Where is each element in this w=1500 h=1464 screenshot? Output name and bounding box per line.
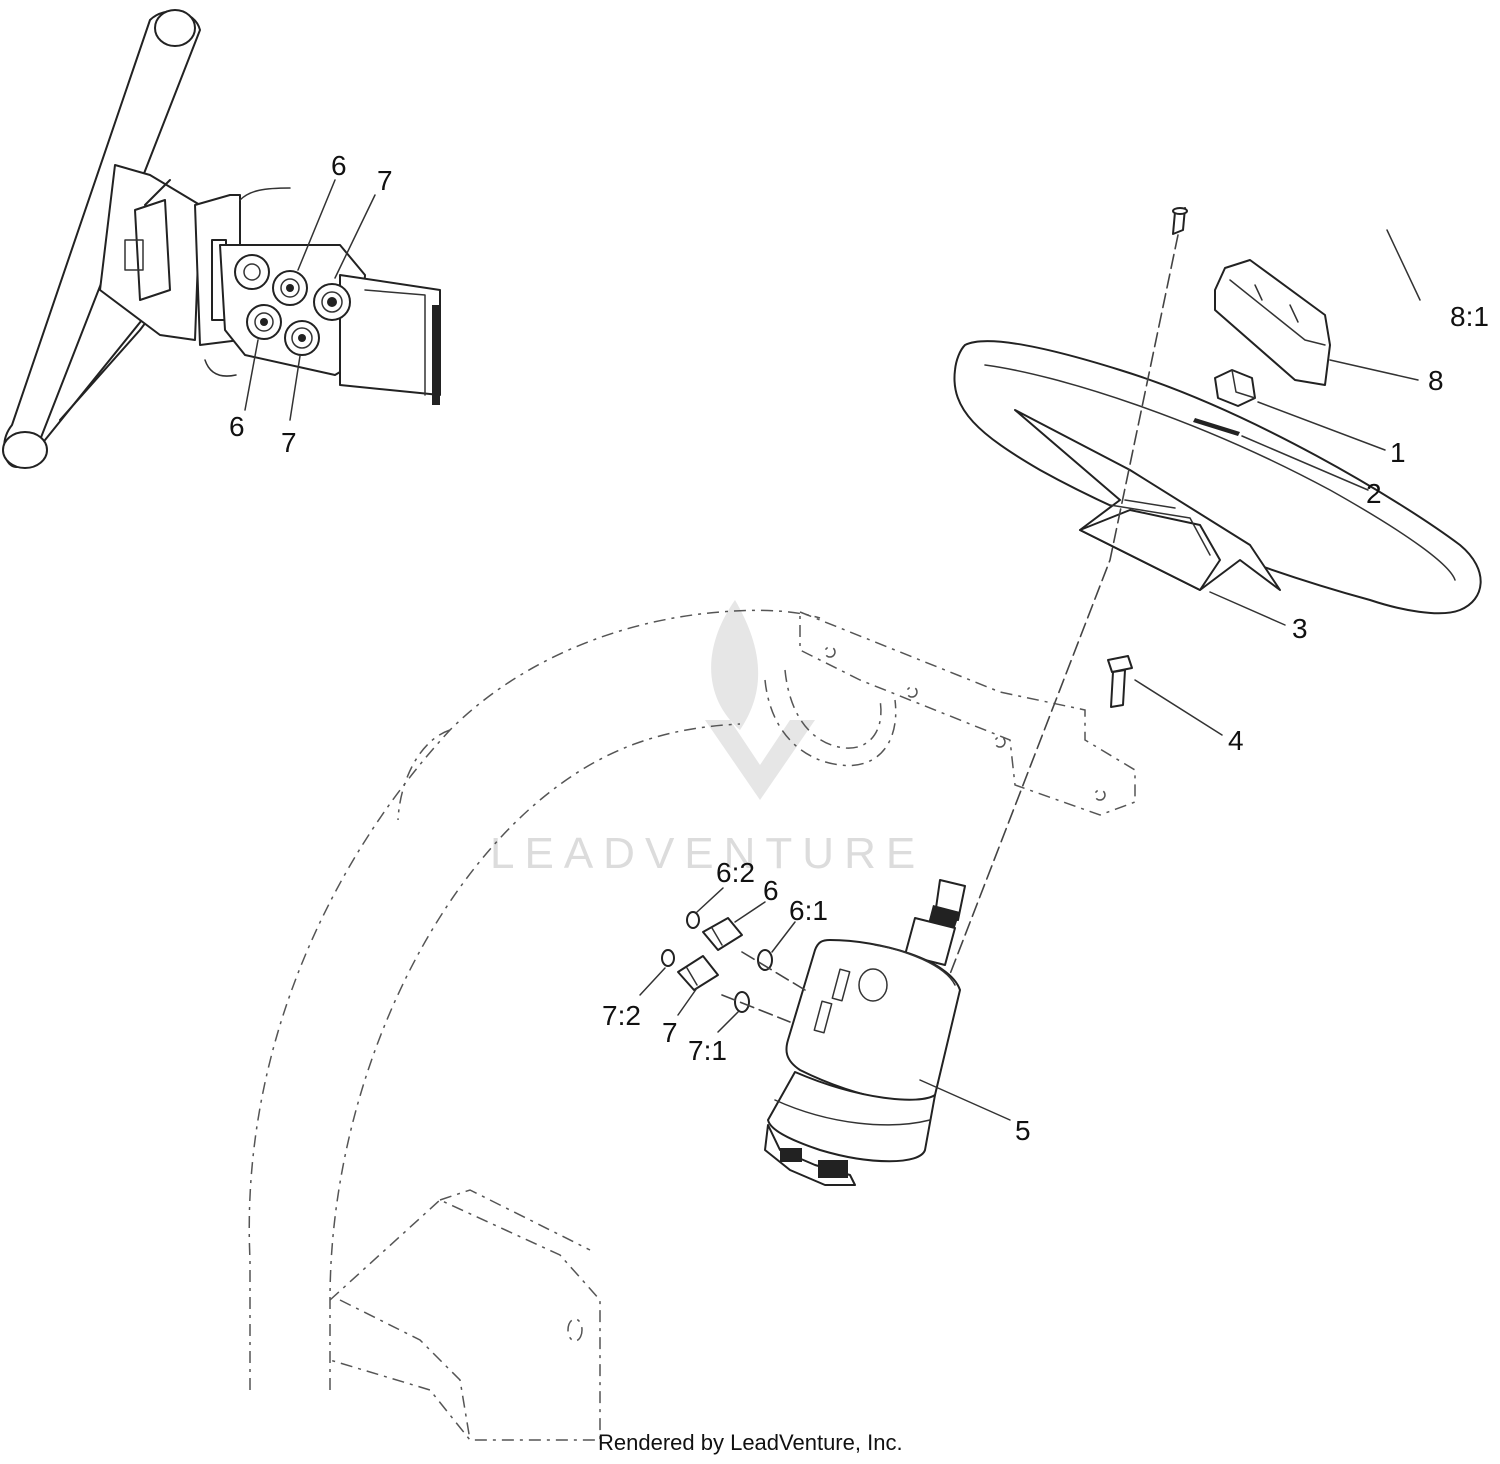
port-fitting-upper <box>686 911 773 971</box>
callout-4: 4 <box>1228 725 1244 756</box>
callout-8-1: 8:1 <box>1450 301 1489 332</box>
cap-screw <box>1172 207 1188 235</box>
callout-6-2: 6:2 <box>716 857 755 888</box>
callout-6-1: 6:1 <box>789 895 828 926</box>
callout-6-detail-top: 6 <box>331 150 347 181</box>
callout-2: 2 <box>1366 478 1382 509</box>
callout-7: 7 <box>662 1017 678 1048</box>
port-fitting-lower <box>661 949 750 1013</box>
detail-steering-assembly <box>2 9 441 469</box>
steering-wheel <box>953 340 1482 615</box>
watermark-logo-icon <box>705 600 815 800</box>
assembly-centerline <box>939 234 1179 1001</box>
callout-7-detail-top: 7 <box>377 165 393 196</box>
rops-frame-phantom <box>248 609 821 1441</box>
leader-lines <box>639 229 1421 1121</box>
washer <box>1193 418 1240 436</box>
port-fittings <box>234 254 351 356</box>
callout-5: 5 <box>1015 1115 1031 1146</box>
bolt <box>1107 655 1133 708</box>
callout-7-1: 7:1 <box>688 1035 727 1066</box>
callout-6: 6 <box>763 875 779 906</box>
callout-6-detail-bottom: 6 <box>229 411 245 442</box>
callout-8: 8 <box>1428 365 1444 396</box>
watermark: LEADVENTURE <box>490 600 925 878</box>
steering-wheel-cap <box>1214 259 1331 386</box>
callout-7-2: 7:2 <box>602 1000 641 1031</box>
watermark-text: LEADVENTURE <box>490 829 925 878</box>
callout-3: 3 <box>1292 613 1308 644</box>
callout-1: 1 <box>1390 437 1406 468</box>
callout-7-detail-bottom: 7 <box>281 427 297 458</box>
steering-valve <box>764 879 966 1186</box>
callout-labels: 6 7 6 7 8:1 8 1 2 3 4 5 6:2 6 6:1 7:2 7 … <box>229 150 1489 1146</box>
nut <box>1214 369 1256 407</box>
render-credit: Rendered by LeadVenture, Inc. <box>598 1430 903 1455</box>
mounting-bracket-phantom <box>764 610 1136 816</box>
